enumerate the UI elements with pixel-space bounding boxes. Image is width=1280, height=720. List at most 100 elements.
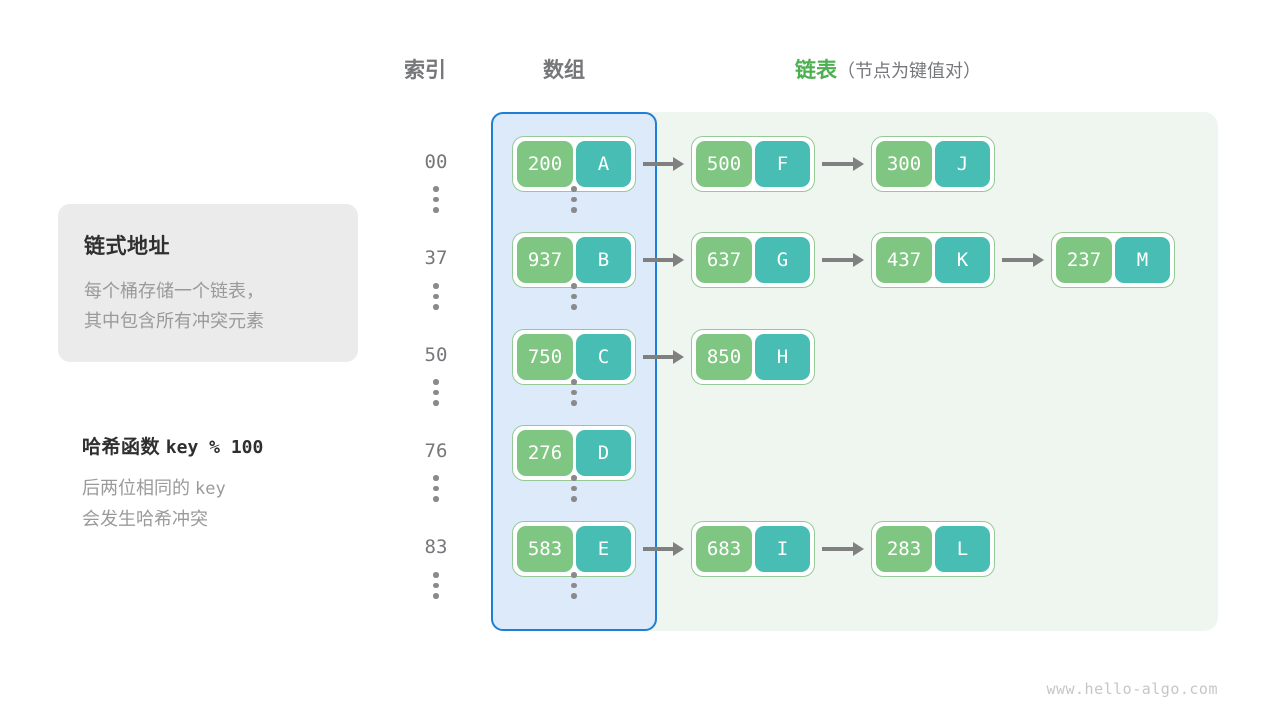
link-arrow bbox=[1002, 253, 1044, 267]
hash-note-line-2: 会发生哈希冲突 bbox=[82, 509, 208, 529]
info-card-line-2: 其中包含所有冲突元素 bbox=[84, 311, 264, 331]
node-value: D bbox=[576, 430, 631, 476]
ellipsis-dot bbox=[433, 379, 439, 385]
arrow-head bbox=[673, 542, 684, 556]
bucket-index-label: 00 bbox=[424, 151, 448, 173]
link-arrow bbox=[643, 542, 684, 556]
ellipsis-dot bbox=[571, 293, 577, 299]
array-ellipsis bbox=[571, 379, 577, 406]
hash-function-title: 哈希函数 key % 100 bbox=[82, 432, 382, 459]
ellipsis-dot bbox=[433, 283, 439, 289]
array-ellipsis bbox=[571, 475, 577, 502]
link-arrow bbox=[822, 157, 864, 171]
ellipsis-dot bbox=[433, 475, 439, 481]
link-arrow bbox=[643, 157, 684, 171]
ellipsis-dot bbox=[571, 400, 577, 406]
array-ellipsis bbox=[571, 283, 577, 310]
arrow-shaft bbox=[643, 258, 673, 262]
ellipsis-dot bbox=[571, 389, 577, 395]
ellipsis-dot bbox=[433, 186, 439, 192]
ellipsis-dot bbox=[571, 196, 577, 202]
ellipsis-dot bbox=[571, 304, 577, 310]
node-value: F bbox=[755, 141, 810, 187]
ellipsis-dot bbox=[571, 593, 577, 599]
ellipsis-dot bbox=[433, 485, 439, 491]
hash-function-note: 哈希函数 key % 100 后两位相同的 key 会发生哈希冲突 bbox=[82, 432, 382, 534]
ellipsis-dot bbox=[571, 496, 577, 502]
link-arrow bbox=[822, 253, 864, 267]
index-ellipsis bbox=[433, 283, 439, 310]
node-key: 583 bbox=[517, 526, 573, 572]
index-ellipsis bbox=[433, 379, 439, 406]
hash-note-key-token: key bbox=[195, 479, 226, 499]
node-key: 500 bbox=[696, 141, 752, 187]
node-key: 937 bbox=[517, 237, 573, 283]
hash-function-label: 哈希函数 bbox=[82, 437, 161, 458]
ellipsis-dot bbox=[571, 582, 577, 588]
arrow-head bbox=[673, 350, 684, 364]
node-key: 237 bbox=[1056, 237, 1112, 283]
node-value: H bbox=[755, 334, 810, 380]
ellipsis-dot bbox=[571, 379, 577, 385]
arrow-shaft bbox=[643, 355, 673, 359]
ellipsis-dot bbox=[433, 207, 439, 213]
ellipsis-dot bbox=[433, 572, 439, 578]
info-card-line-1: 每个桶存储一个链表， bbox=[84, 281, 264, 301]
bucket-index-label: 37 bbox=[424, 247, 448, 269]
ellipsis-dot bbox=[571, 186, 577, 192]
node-key: 850 bbox=[696, 334, 752, 380]
ellipsis-dot bbox=[433, 293, 439, 299]
link-arrow bbox=[643, 253, 684, 267]
ellipsis-dot bbox=[433, 304, 439, 310]
index-ellipsis bbox=[433, 572, 439, 599]
ellipsis-dot bbox=[433, 196, 439, 202]
column-header-linkedlist-main: 链表 bbox=[795, 59, 837, 82]
ellipsis-dot bbox=[571, 572, 577, 578]
column-header-array: 数组 bbox=[543, 59, 585, 82]
watermark: www.hello-algo.com bbox=[1046, 680, 1218, 698]
info-card-body: 每个桶存储一个链表， 其中包含所有冲突元素 bbox=[84, 276, 332, 336]
link-arrow bbox=[643, 350, 684, 364]
node-value: E bbox=[576, 526, 631, 572]
node-key: 276 bbox=[517, 430, 573, 476]
ellipsis-dot bbox=[433, 593, 439, 599]
node-key: 437 bbox=[876, 237, 932, 283]
arrow-head bbox=[853, 157, 864, 171]
arrow-head bbox=[673, 253, 684, 267]
hash-note-line-1-text: 后两位相同的 bbox=[82, 478, 190, 498]
node-value: M bbox=[1115, 237, 1170, 283]
ellipsis-dot bbox=[571, 283, 577, 289]
ellipsis-dot bbox=[571, 207, 577, 213]
arrow-head bbox=[673, 157, 684, 171]
column-header-linkedlist-sub: （节点为键值对） bbox=[837, 61, 981, 81]
node-value: J bbox=[935, 141, 990, 187]
arrow-shaft bbox=[822, 547, 853, 551]
hash-function-body: 后两位相同的 key 会发生哈希冲突 bbox=[82, 473, 382, 534]
arrow-shaft bbox=[822, 258, 853, 262]
ellipsis-dot bbox=[571, 485, 577, 491]
node-key: 283 bbox=[876, 526, 932, 572]
column-header-index: 索引 bbox=[404, 59, 446, 82]
node-key: 300 bbox=[876, 141, 932, 187]
node-value: L bbox=[935, 526, 990, 572]
hash-function-expression: key % 100 bbox=[165, 437, 264, 458]
hash-note-line-1: 后两位相同的 key bbox=[82, 473, 382, 504]
index-ellipsis bbox=[433, 475, 439, 502]
info-card-title: 链式地址 bbox=[84, 235, 170, 258]
bucket-index-label: 50 bbox=[424, 344, 448, 366]
arrow-head bbox=[853, 542, 864, 556]
arrow-shaft bbox=[1002, 258, 1033, 262]
ellipsis-dot bbox=[433, 400, 439, 406]
arrow-head bbox=[853, 253, 864, 267]
info-card: 链式地址 每个桶存储一个链表， 其中包含所有冲突元素 bbox=[58, 204, 358, 362]
